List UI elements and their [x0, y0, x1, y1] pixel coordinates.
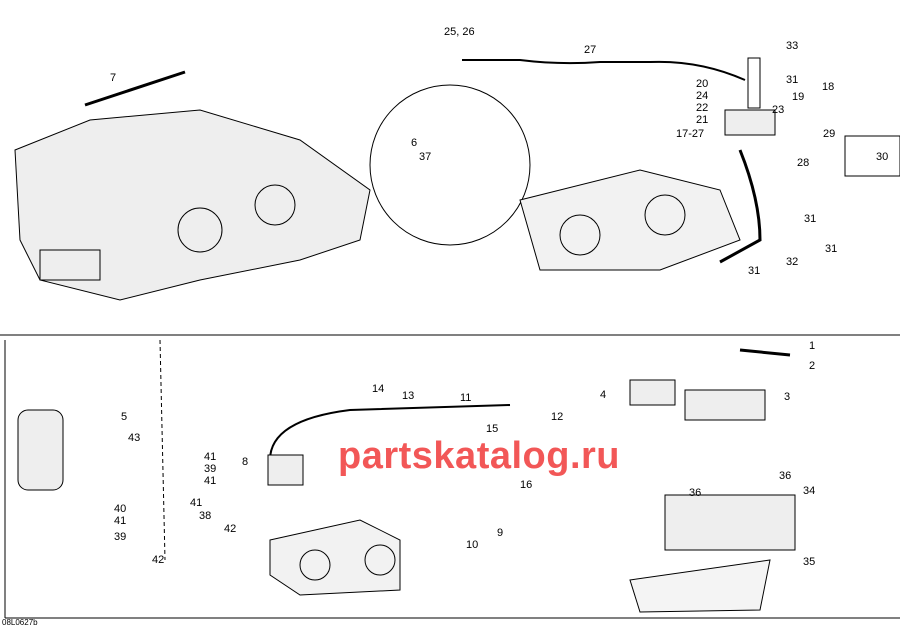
detail-circle — [369, 84, 531, 246]
callout-label: 8 — [242, 456, 249, 468]
callout-label: 37 — [419, 151, 432, 163]
callout-label: 15 — [486, 423, 499, 435]
callout-label: 3 — [784, 391, 791, 403]
callout-label: 40 — [114, 503, 127, 515]
callout-label: 41 — [204, 451, 217, 463]
callout-label: 28 — [797, 157, 810, 169]
callout-label: 36 — [779, 470, 792, 482]
callout-label: 42 — [152, 554, 165, 566]
callout-label: 14 — [372, 383, 385, 395]
engine-illustration — [14, 70, 371, 301]
callout-label: 2 — [809, 360, 816, 372]
callout-label: 23 — [772, 104, 785, 116]
callout-label: 17-27 — [676, 128, 705, 140]
callout-label: 16 — [520, 479, 533, 491]
callout-label: 24 — [696, 90, 709, 102]
bracket-35 — [629, 559, 771, 613]
callout-label: 13 — [402, 390, 415, 402]
callout-label: 6 — [411, 137, 418, 149]
callout-label: 5 — [121, 411, 128, 423]
callout-label: 32 — [786, 256, 799, 268]
diagram-code: 08L0627b — [2, 618, 38, 627]
ecu-34 — [664, 494, 796, 551]
callout-label: 31 — [748, 265, 761, 277]
callout-label: 22 — [696, 102, 709, 114]
wire-27 — [462, 59, 746, 81]
callout-label: 39 — [114, 531, 127, 543]
callout-label: 12 — [551, 411, 564, 423]
callout-label: 19 — [792, 91, 805, 103]
callout-label: 41 — [204, 475, 217, 487]
callout-label: 31 — [804, 213, 817, 225]
callout-label: 27 — [584, 44, 597, 56]
inset-30 — [844, 135, 900, 177]
callout-label: 4 — [600, 389, 607, 401]
callout-label: 31 — [825, 243, 838, 255]
carburetor-bottom — [269, 519, 401, 596]
callout-label: 39 — [204, 463, 217, 475]
callout-label: 31 — [786, 74, 799, 86]
callout-label: 42 — [224, 523, 237, 535]
callout-label: 38 — [199, 510, 212, 522]
callout-label: 34 — [803, 485, 816, 497]
callout-label: 35 — [803, 556, 816, 568]
callout-label: 7 — [110, 72, 117, 84]
callout-label: 10 — [466, 539, 479, 551]
carburetor-top — [519, 169, 741, 271]
callout-label: 29 — [823, 128, 836, 140]
callout-label: 18 — [822, 81, 835, 93]
callout-label: 41 — [114, 515, 127, 527]
watermark: partskatalog.ru — [338, 435, 621, 477]
callout-label: 1 — [809, 340, 816, 352]
callout-label: 41 — [190, 497, 203, 509]
callout-label: 11 — [460, 392, 472, 404]
callout-label: 9 — [497, 527, 504, 539]
callout-label: 21 — [696, 114, 709, 126]
callout-label: 33 — [786, 40, 799, 52]
callout-label: 25, 26 — [444, 26, 475, 38]
callout-label: 36 — [689, 487, 702, 499]
oil-tank — [17, 409, 64, 491]
callout-label: 20 — [696, 78, 709, 90]
callout-label: 43 — [128, 432, 141, 444]
callout-label: 30 — [876, 151, 889, 163]
